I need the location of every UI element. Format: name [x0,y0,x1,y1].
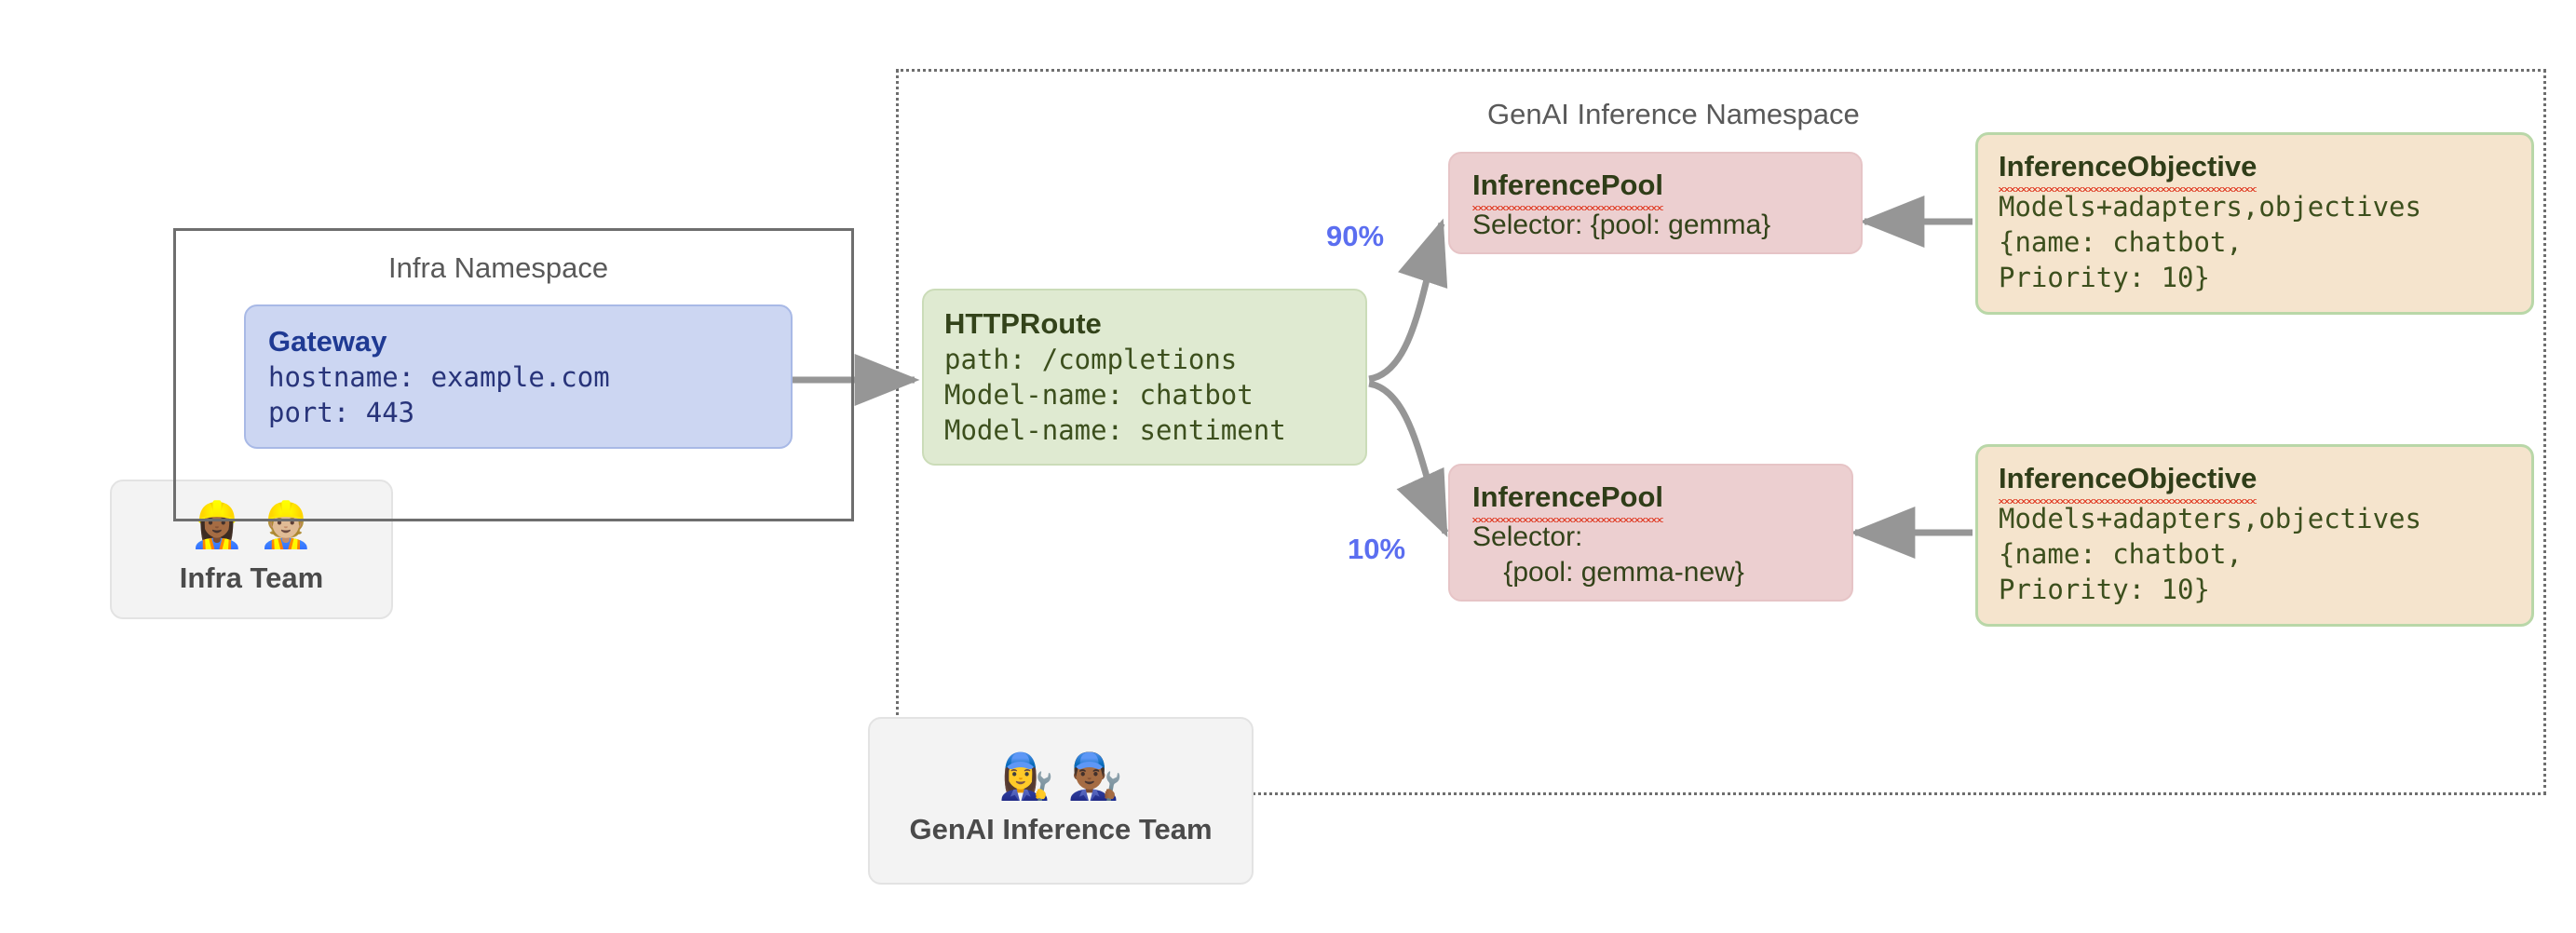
infra-namespace-title: Infra Namespace [388,251,609,284]
inference-pool-gemma-title: InferencePool [1472,167,1838,211]
inference-objective-top-line3: Priority: 10} [1999,262,2210,294]
inference-pool-gemma-new-title-text: InferencePool [1472,479,1663,523]
inference-objective-bottom-line2: {name: chatbot, [1999,538,2243,571]
traffic-weight-bottom: 10% [1348,533,1406,565]
httproute-node[interactable]: HTTPRoute path: /completions Model-name:… [922,289,1367,466]
gateway-port: port: 443 [268,397,415,429]
httproute-model-name-sentiment: Model-name: sentiment [944,414,1286,447]
gateway-hostname: hostname: example.com [268,361,610,394]
genai-team-card: 👩‍🔧👨🏾‍🔧 GenAI Inference Team [868,717,1254,885]
inference-pool-gemma-new-selector-label: Selector: [1472,521,1583,553]
inference-objective-bottom[interactable]: InferenceObjective Models+adapters,objec… [1975,444,2534,627]
inference-objective-bottom-title: InferenceObjective [1999,460,2511,505]
inference-objective-bottom-line3: Priority: 10} [1999,574,2210,606]
infra-team-label: Infra Team [179,561,324,594]
genai-team-avatars: 👩‍🔧👨🏾‍🔧 [998,752,1136,802]
inference-objective-bottom-line1: Models+adapters,objectives [1999,503,2421,535]
inference-objective-bottom-title-text: InferenceObjective [1999,460,2257,505]
inference-objective-top-line2: {name: chatbot, [1999,226,2243,259]
inference-objective-top[interactable]: InferenceObjective Models+adapters,objec… [1975,132,2534,315]
inference-pool-gemma[interactable]: InferencePool Selector: {pool: gemma} [1448,152,1863,254]
inference-objective-top-title: InferenceObjective [1999,148,2511,193]
inference-objective-top-title-text: InferenceObjective [1999,148,2257,193]
gateway-node[interactable]: Gateway hostname: example.com port: 443 [244,304,793,449]
genai-namespace-title: GenAI Inference Namespace [1487,98,1860,130]
httproute-model-name-chatbot: Model-name: chatbot [944,379,1254,412]
inference-pool-gemma-title-text: InferencePool [1472,167,1663,211]
httproute-path: path: /completions [944,344,1238,376]
httproute-title: HTTPRoute [944,307,1102,340]
inference-pool-gemma-new[interactable]: InferencePool Selector: {pool: gemma-new… [1448,464,1853,602]
inference-pool-gemma-new-selector-value: {pool: gemma-new} [1472,557,1744,588]
inference-pool-gemma-new-title: InferencePool [1472,479,1829,523]
inference-objective-top-line1: Models+adapters,objectives [1999,191,2421,223]
gateway-title: Gateway [268,325,387,358]
traffic-weight-top: 90% [1326,220,1385,252]
inference-pool-gemma-selector: Selector: {pool: gemma} [1472,210,1771,241]
arrow-httproute-to-pool-gemma-new [1368,380,1449,538]
infra-team-card: 👷🏾‍♀️👷🏼 Infra Team [110,480,393,619]
infra-team-avatars: 👷🏾‍♀️👷🏼 [189,501,327,550]
genai-team-label: GenAI Inference Team [909,813,1213,845]
